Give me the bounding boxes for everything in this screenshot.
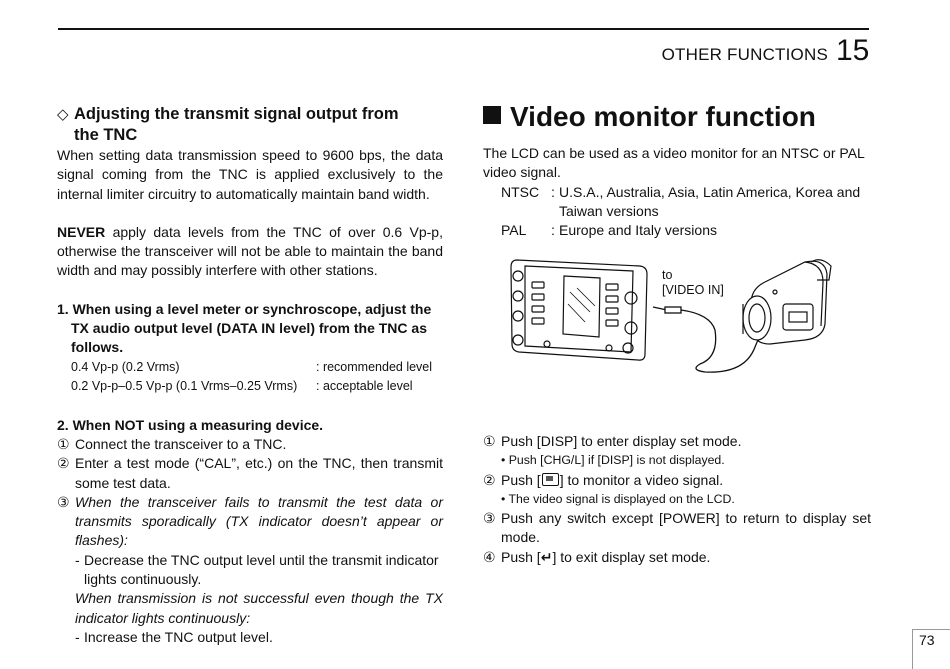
list-item-text: Enter a test mode (“CAL”, etc.) on the T… bbox=[75, 455, 443, 491]
list-item-text: Push [ bbox=[501, 471, 541, 488]
section-title: OTHER FUNCTIONS bbox=[661, 45, 828, 64]
list-item: ④ Push [↵] to exit display set mode. bbox=[483, 548, 871, 567]
step-note: • The video signal is displayed on the L… bbox=[501, 491, 735, 506]
transceiver-icon bbox=[510, 259, 648, 361]
figure-label-line1: to bbox=[662, 268, 673, 282]
step-1-number: 1. bbox=[57, 300, 69, 317]
camcorder-icon bbox=[742, 259, 832, 345]
video-button-icon bbox=[541, 472, 559, 486]
never-word: NEVER bbox=[57, 223, 106, 240]
subhead-line1: Adjusting the transmit signal output fro… bbox=[74, 105, 399, 123]
video-intro: The LCD can be used as a video monitor f… bbox=[483, 145, 865, 181]
header-rule bbox=[58, 28, 869, 30]
dash-mark: - bbox=[75, 551, 80, 568]
list-item: ③ Push any switch except [POWER] to retur… bbox=[483, 509, 871, 548]
circled-number: ③ bbox=[57, 493, 70, 510]
step-2-number: 2. bbox=[57, 416, 69, 433]
subhead-line2: the TNC bbox=[74, 126, 138, 144]
level-note: : acceptable level bbox=[316, 379, 413, 394]
never-text: apply data levels from the TNC of over 0… bbox=[57, 223, 443, 279]
dash-item: -Decrease the TNC output level until the… bbox=[57, 551, 443, 590]
level-row: 0.2 Vp-p–0.5 Vp-p (0.1 Vrms–0.25 Vrms) : … bbox=[57, 377, 443, 397]
section-number: 15 bbox=[836, 34, 870, 67]
list-item: ① Connect the transceiver to a TNC. bbox=[57, 435, 443, 454]
diamond-icon: ◇ bbox=[57, 106, 69, 123]
circled-number: ④ bbox=[483, 548, 496, 565]
definition-row: PAL:Europe and Italy versions bbox=[483, 221, 871, 240]
step-1-text: When using a level meter or synchroscope… bbox=[71, 300, 432, 356]
transceiver-camcorder-illustration bbox=[510, 259, 832, 373]
never-paragraph: NEVER apply data levels from the TNC of … bbox=[57, 223, 443, 281]
section-heading: Video monitor function bbox=[483, 100, 871, 134]
definition-row: NTSC:U.S.A., Australia, Asia, Latin Amer… bbox=[483, 183, 871, 222]
intro-paragraph: When setting data transmission speed to … bbox=[57, 147, 443, 202]
definition-desc: U.S.A., Australia, Asia, Latin America, … bbox=[559, 183, 861, 219]
page-number: 73 bbox=[919, 632, 935, 648]
list-item-text: ] to exit display set mode. bbox=[552, 548, 711, 565]
list-item-text: When the transceiver fails to transmit t… bbox=[75, 493, 443, 549]
list-item-text: Push any switch except [POWER] to return… bbox=[501, 510, 871, 546]
right-column: Video monitor function The LCD can be us… bbox=[483, 100, 871, 240]
list-item: ② Push [ ] to monitor a video signal. bbox=[483, 471, 871, 490]
list-item: ③ When the transceiver fails to transmit … bbox=[57, 493, 443, 551]
list-item-text: Push [ bbox=[501, 548, 541, 565]
circled-number: ③ bbox=[483, 510, 496, 527]
step-1-heading: 1. When using a level meter or synchrosc… bbox=[57, 300, 443, 358]
level-value: 0.4 Vp-p (0.2 Vrms) bbox=[71, 359, 180, 374]
dash-item-text: Increase the TNC output level. bbox=[84, 628, 273, 645]
step-2-heading: 2. When NOT using a measuring device. bbox=[57, 416, 443, 435]
page-number-box: 73 bbox=[912, 629, 950, 669]
dash-mark: - bbox=[75, 628, 80, 645]
level-row: 0.4 Vp-p (0.2 Vrms) : recommended level bbox=[57, 358, 443, 378]
definition-term: NTSC bbox=[501, 183, 540, 200]
italic-note: When transmission is not successful even… bbox=[75, 590, 443, 626]
level-note: : recommended level bbox=[316, 359, 433, 374]
definition-term: PAL bbox=[501, 222, 527, 239]
dash-item-text: Decrease the TNC output level until the … bbox=[84, 551, 439, 588]
circled-number: ① bbox=[57, 435, 70, 452]
circled-number: ② bbox=[483, 471, 496, 488]
figure-label: to [VIDEO IN] bbox=[662, 268, 724, 298]
video-cable-icon bbox=[652, 306, 768, 373]
list-item: ② Enter a test mode (“CAL”, etc.) on the … bbox=[57, 454, 443, 493]
subsection-heading: ◇ Adjusting the transmit signal output f… bbox=[57, 104, 443, 146]
level-value: 0.2 Vp-p–0.5 Vp-p (0.1 Vrms–0.25 Vrms) bbox=[71, 379, 298, 394]
step-note: • Push [CHG/L] if [DISP] is not displaye… bbox=[501, 453, 725, 468]
circled-number: ① bbox=[483, 433, 496, 449]
circled-number: ② bbox=[57, 455, 70, 472]
section-heading-text: Video monitor function bbox=[510, 101, 816, 132]
definition-desc: Europe and Italy versions bbox=[559, 222, 717, 239]
step-2-text: When NOT using a measuring device. bbox=[72, 416, 324, 433]
list-item-text: Connect the transceiver to a TNC. bbox=[75, 435, 287, 452]
enter-icon: ↵ bbox=[540, 548, 553, 565]
dash-item: -Increase the TNC output level. bbox=[57, 628, 443, 647]
left-column: ◇ Adjusting the transmit signal output f… bbox=[57, 104, 443, 647]
list-item: ① Push [DISP] to enter display set mode. bbox=[483, 432, 871, 451]
list-item-text: ] to monitor a video signal. bbox=[559, 471, 724, 488]
square-bullet-icon bbox=[483, 106, 501, 124]
figure-label-line2: [VIDEO IN] bbox=[662, 283, 724, 297]
list-item-text: Push [DISP] to enter display set mode. bbox=[501, 433, 742, 449]
